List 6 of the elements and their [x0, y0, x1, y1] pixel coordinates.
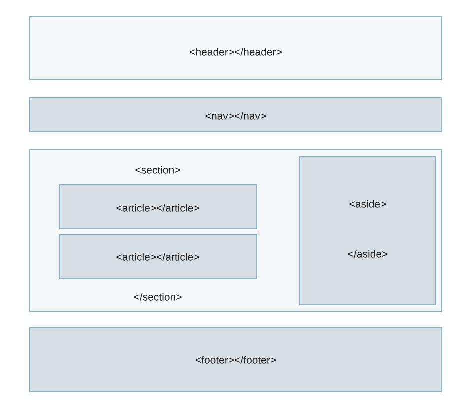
nav-bar: <nav></nav>	[30, 98, 442, 132]
article-box: <article></article>	[60, 234, 258, 280]
article-box: <article></article>	[60, 184, 258, 230]
aside-box: <aside> </aside>	[300, 156, 436, 306]
header-box: <header></header>	[30, 16, 442, 80]
footer-box: <footer></footer>	[30, 328, 442, 392]
